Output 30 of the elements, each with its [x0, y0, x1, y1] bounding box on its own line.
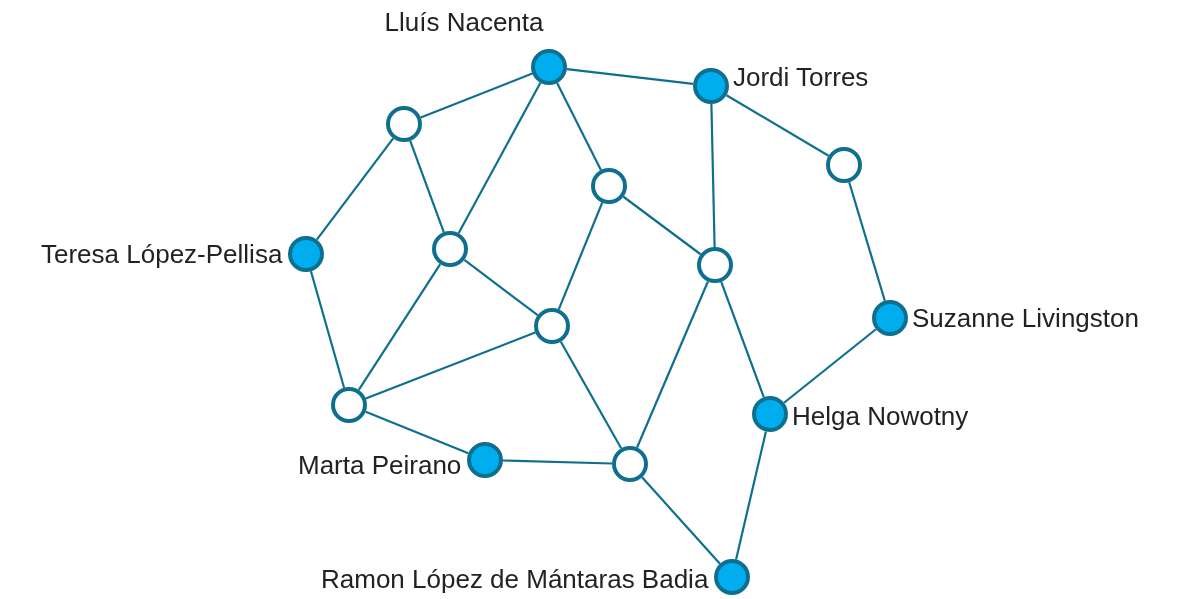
person-name: Helga Nowotny	[792, 401, 969, 431]
connector-line	[420, 72, 533, 119]
connector-line	[783, 328, 877, 404]
connector-line	[502, 459, 613, 465]
person-name: Ramon López de Mántaras Badia	[321, 564, 709, 594]
connector-line	[636, 281, 709, 448]
connector-line	[557, 202, 604, 310]
connector-line	[735, 431, 767, 560]
connector-line	[710, 103, 716, 248]
person-name: Marta Peirano	[298, 450, 462, 480]
connector-line	[365, 410, 469, 455]
connector-line	[622, 195, 702, 256]
connector-line	[566, 68, 694, 85]
connector-line	[559, 341, 623, 449]
connector-line	[463, 258, 539, 317]
connector-line	[365, 331, 536, 400]
connector-line	[725, 94, 830, 157]
connector-line	[720, 281, 765, 398]
connector-line	[309, 271, 346, 388]
connector-line	[357, 263, 442, 391]
person-name: Suzanne Livingston	[912, 303, 1139, 333]
connector-line	[409, 140, 445, 233]
connector-line	[641, 476, 721, 565]
connector-line	[315, 137, 395, 241]
connector-line	[457, 82, 542, 234]
connector-line	[848, 181, 886, 302]
connector-line	[556, 82, 602, 171]
person-name: Lluís Nacenta	[384, 7, 544, 37]
person-name: Jordi Torres	[733, 62, 869, 92]
person-name: Teresa López-Pellisa	[41, 239, 283, 269]
